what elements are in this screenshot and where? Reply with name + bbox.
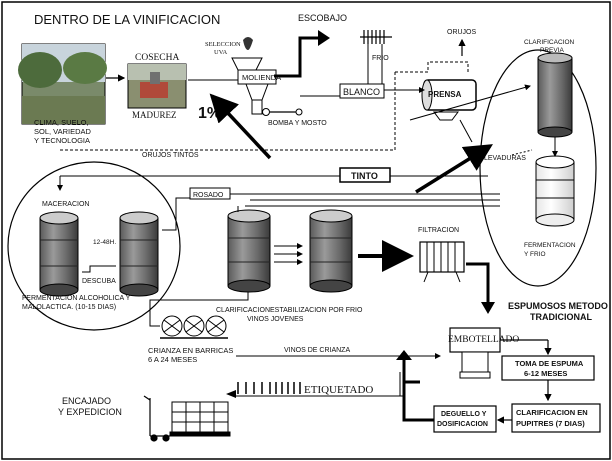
harvest-photo — [127, 63, 187, 109]
pallet-boxes-icon — [169, 401, 231, 437]
clarificacion-previa-label: CLARIFICACION PREVIA — [524, 39, 576, 54]
barricas-icon — [161, 315, 227, 337]
levaduras-label: LEVADURAS — [484, 155, 526, 162]
blanco-box — [339, 83, 385, 99]
fermentacion-frio-tank — [535, 155, 575, 227]
frio-coil-icon — [360, 30, 392, 44]
clarificacion-tank — [227, 209, 271, 293]
etiquetado-bottles-icon — [237, 382, 301, 394]
forklift-icon — [143, 395, 170, 442]
landscape-photo — [18, 43, 107, 125]
vinos-crianza-label: VINOS DE CRIANZA — [284, 347, 350, 354]
fermentacion-tank — [119, 211, 159, 297]
etiquetado-label: ETIQUETADO — [304, 384, 373, 396]
horas-label: 12-48H. — [93, 239, 116, 246]
prensa-icon — [421, 79, 477, 121]
cosecha-label: COSECHA — [135, 53, 179, 63]
orujos-label: ORUJOS — [447, 29, 477, 36]
descuba-label: DESCUBA — [82, 278, 116, 285]
escobajo-arrow-icon — [318, 30, 330, 46]
crianza-barricas-label: CRIANZA EN BARRICAS 6 A 24 MESES — [148, 346, 236, 364]
vinos-jovenes-label: VINOS JOVENES — [247, 316, 304, 323]
filtracion-label: FILTRACION — [418, 227, 459, 234]
toma-espuma-label: TOMA DE ESPUMA 6-12 MESES — [515, 359, 585, 378]
clarificacion-previa-tank — [537, 52, 573, 138]
espumosos-label: ESPUMOSOS METODO TRADICIONAL — [508, 301, 610, 322]
orujos-tintos-label: ORUJOS TINTOS — [142, 152, 199, 159]
filter-icon — [419, 241, 465, 283]
toma-espuma-box — [501, 355, 595, 381]
clarificacion-label: CLARIFICACION — [216, 307, 270, 314]
grapes-icon — [243, 37, 253, 50]
deguello-box — [433, 405, 497, 433]
rosado-label: ROSADO — [193, 192, 224, 199]
fermentacion-frio-label: FERMENTACION Y FRIO — [524, 242, 577, 258]
page-title: DENTRO DE LA VINIFICACION — [34, 12, 220, 27]
seleccion-label: SELECCION UVA — [205, 41, 242, 56]
red-wine-group — [7, 161, 181, 331]
estabilizacion-label: ESTABILIZACION POR FRIO — [270, 307, 363, 314]
estabilizacion-tank — [309, 209, 353, 293]
bomba-label: BOMBA Y MOSTO — [268, 120, 327, 127]
fermentacion-alcoholica-label: FERMENTACION ALCOHOLICA Y MALOLACTICA. (… — [22, 295, 132, 311]
maceracion-tank — [39, 211, 79, 297]
tinto-box — [339, 167, 391, 183]
frio-label: FRIO — [372, 55, 389, 62]
clima-label: CLIMA, SUELO, SOL, VARIEDAD Y TECNOLOGIA — [34, 118, 93, 145]
molienda-label: MOLIENDA — [242, 73, 281, 82]
madurez-label: MADUREZ — [132, 110, 177, 120]
pupitres-box — [511, 403, 601, 433]
deguello-label: DEGUELLO Y DOSIFICACION — [437, 411, 488, 428]
tinto-label: TINTO — [351, 171, 378, 181]
embotellado-label: EMBOTELLADO — [448, 335, 519, 345]
escobajo-label: ESCOBAJO — [298, 13, 347, 23]
hopper-icon — [231, 57, 263, 71]
blanco-label: BLANCO — [343, 87, 380, 97]
pupitres-label: CLARIFICACION EN PUPITRES (7 DIAS) — [516, 408, 590, 428]
prensa-label: PRENSA — [428, 90, 462, 99]
encajado-label: ENCAJADO Y EXPEDICION — [58, 396, 122, 417]
percent-label: 1% — [198, 105, 221, 122]
maceracion-label: MACERACION — [42, 201, 89, 208]
